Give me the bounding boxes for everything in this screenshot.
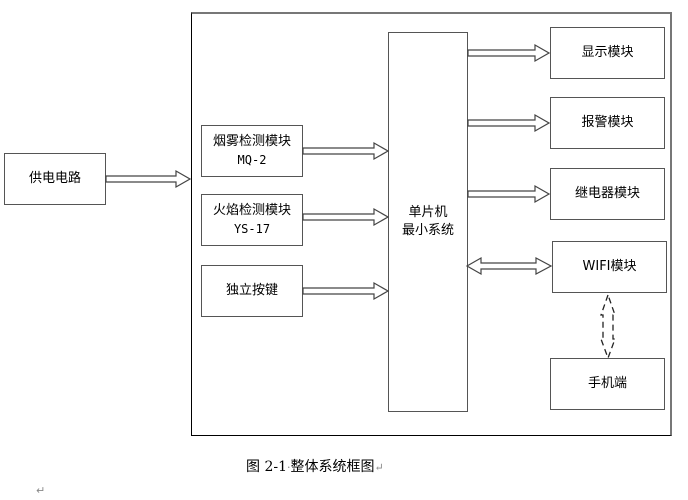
arrow-mcu-to-display <box>467 43 551 63</box>
wifi-module-label: WIFI模块 <box>582 259 637 274</box>
alarm-module-label: 报警模块 <box>581 115 634 130</box>
system-boundary-frame <box>191 12 672 436</box>
paragraph-mark-icon: ↵ <box>36 484 46 497</box>
flame-detector-box: 火焰检测模块 YS-17 <box>201 194 303 246</box>
figure-number: 图 2-1 <box>246 459 287 475</box>
arrow-button-to-mcu <box>302 281 390 301</box>
arrow-mcu-to-relay <box>467 184 551 204</box>
phone-box: 手机端 <box>550 358 665 410</box>
alarm-module-box: 报警模块 <box>550 97 665 149</box>
smoke-detector-label: 烟雾检测模块 <box>212 134 291 149</box>
figure-caption: 图 2-1·整体系统框图↵ <box>246 456 384 476</box>
button-box: 独立按键 <box>201 265 303 317</box>
arrow-mcu-wifi-bidirectional <box>465 256 553 276</box>
smoke-detector-box: 烟雾检测模块 MQ-2 <box>201 125 303 177</box>
button-label: 独立按键 <box>225 283 278 298</box>
arrow-flame-to-mcu <box>302 207 390 227</box>
arrow-power-to-system <box>105 169 192 189</box>
caption-separator: · <box>287 461 291 474</box>
display-module-label: 显示模块 <box>581 45 634 60</box>
power-supply-label: 供电电路 <box>28 171 81 186</box>
display-module-box: 显示模块 <box>550 27 665 79</box>
relay-module-label: 继电器模块 <box>574 186 640 201</box>
mcu-label-line2: 最小系统 <box>401 223 454 238</box>
figure-title: 整体系统框图 <box>290 459 375 475</box>
arrow-wifi-phone-wireless <box>600 293 616 360</box>
flame-detector-model: YS-17 <box>233 222 271 236</box>
arrow-smoke-to-mcu <box>302 141 390 161</box>
phone-label: 手机端 <box>587 376 627 391</box>
mcu-label-line1: 单片机 <box>408 205 448 220</box>
smoke-detector-model: MQ-2 <box>237 153 267 167</box>
mcu-box: 单片机 最小系统 <box>388 32 468 412</box>
relay-module-box: 继电器模块 <box>550 168 665 220</box>
wifi-module-box: WIFI模块 <box>552 241 667 293</box>
arrow-mcu-to-alarm <box>467 113 551 133</box>
power-supply-box: 供电电路 <box>4 153 106 205</box>
flame-detector-label: 火焰检测模块 <box>212 203 291 218</box>
paragraph-mark-icon: ↵ <box>374 461 384 474</box>
